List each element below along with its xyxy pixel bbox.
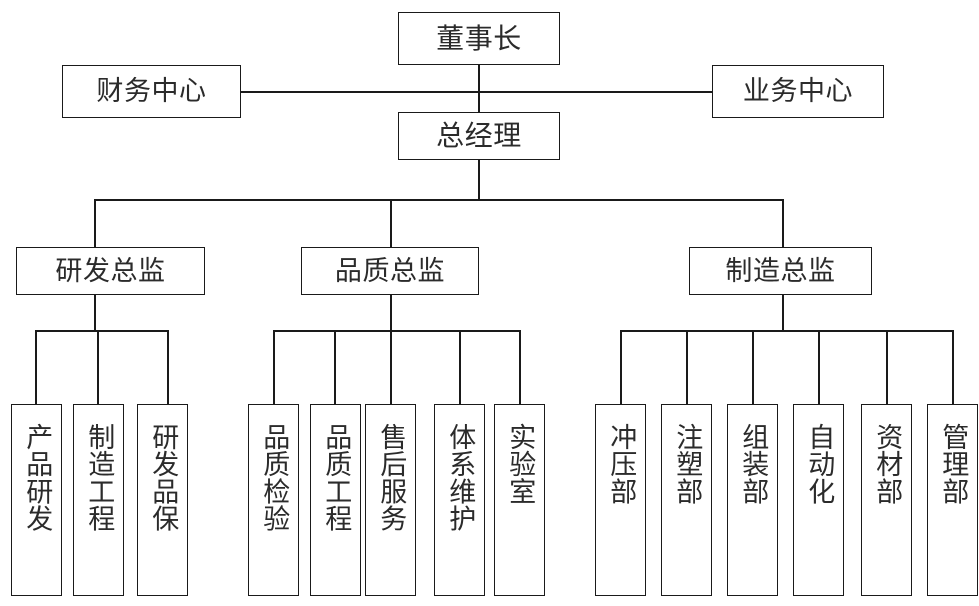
node-quality-director-label: 品质总监 bbox=[334, 255, 446, 286]
node-dept-manufacturing-2-label: 组装部 bbox=[738, 423, 769, 505]
node-dept-manufacturing-0-label: 冲压部 bbox=[606, 423, 637, 505]
connector-drop-mfg-dept-3 bbox=[818, 330, 820, 404]
connector-drop-mfg-dept-4 bbox=[886, 330, 888, 404]
connector-drop-rd-dept-2 bbox=[167, 330, 169, 404]
node-general-manager[interactable]: 总经理 bbox=[398, 112, 560, 160]
connector-drop-quality-director bbox=[390, 199, 392, 247]
connector-drop-mfg-dept-2 bbox=[752, 330, 754, 404]
node-chairman-label: 董事长 bbox=[436, 22, 522, 54]
node-rd-director-label: 研发总监 bbox=[55, 255, 166, 286]
connector-manufacturing-director-drop bbox=[782, 295, 784, 331]
node-dept-rd-1-label: 制造工程 bbox=[84, 423, 115, 533]
node-chairman[interactable]: 董事长 bbox=[398, 12, 560, 65]
node-dept-rd-2-label: 研发品保 bbox=[148, 423, 179, 533]
node-dept-manufacturing-0[interactable]: 冲压部 bbox=[595, 404, 646, 596]
node-dept-rd-0[interactable]: 产品研发 bbox=[11, 404, 62, 596]
connector-drop-mfg-dept-5 bbox=[952, 330, 954, 404]
node-dept-manufacturing-3[interactable]: 自动化 bbox=[793, 404, 844, 596]
node-manufacturing-director-label: 制造总监 bbox=[725, 255, 836, 286]
node-dept-quality-2-label: 售后服务 bbox=[376, 423, 407, 533]
connector-drop-mfg-dept-0 bbox=[620, 330, 622, 404]
node-dept-quality-0-label: 品质检验 bbox=[259, 423, 290, 533]
node-dept-quality-4-label: 实验室 bbox=[505, 423, 536, 505]
connector-drop-rd-director bbox=[94, 199, 96, 247]
connector-drop-rd-dept-1 bbox=[97, 330, 99, 404]
node-manufacturing-director[interactable]: 制造总监 bbox=[689, 247, 872, 295]
node-dept-manufacturing-3-label: 自动化 bbox=[804, 423, 835, 505]
node-dept-manufacturing-2[interactable]: 组装部 bbox=[727, 404, 778, 596]
connector-drop-quality-dept-0 bbox=[273, 330, 275, 404]
node-business-center[interactable]: 业务中心 bbox=[712, 65, 884, 118]
node-rd-director[interactable]: 研发总监 bbox=[16, 247, 205, 295]
connector-drop-quality-dept-4 bbox=[519, 330, 521, 404]
node-dept-manufacturing-4-label: 资材部 bbox=[872, 423, 903, 505]
node-dept-quality-2[interactable]: 售后服务 bbox=[365, 404, 416, 596]
connector-quality-director-drop bbox=[390, 295, 392, 331]
node-dept-rd-2[interactable]: 研发品保 bbox=[137, 404, 188, 596]
connector-drop-mfg-dept-1 bbox=[686, 330, 688, 404]
node-finance-center-label: 财务中心 bbox=[96, 76, 207, 106]
node-dept-rd-0-label: 产品研发 bbox=[22, 423, 53, 533]
node-dept-manufacturing-4[interactable]: 资材部 bbox=[861, 404, 912, 596]
connector-director-bus bbox=[94, 199, 783, 201]
connector-drop-quality-dept-2 bbox=[390, 330, 392, 404]
node-dept-manufacturing-1-label: 注塑部 bbox=[672, 423, 703, 505]
connector-drop-quality-dept-3 bbox=[459, 330, 461, 404]
node-dept-quality-0[interactable]: 品质检验 bbox=[248, 404, 299, 596]
node-dept-quality-3-label: 体系维护 bbox=[445, 423, 476, 533]
node-dept-manufacturing-1[interactable]: 注塑部 bbox=[661, 404, 712, 596]
node-dept-quality-4[interactable]: 实验室 bbox=[494, 404, 545, 596]
node-dept-manufacturing-5-label: 管理部 bbox=[938, 423, 969, 505]
connector-drop-rd-dept-0 bbox=[35, 330, 37, 404]
connector-manufacturing-bus bbox=[620, 330, 953, 332]
node-finance-center[interactable]: 财务中心 bbox=[62, 65, 241, 118]
node-dept-quality-3[interactable]: 体系维护 bbox=[434, 404, 485, 596]
node-dept-manufacturing-5[interactable]: 管理部 bbox=[927, 404, 978, 596]
connector-quality-bus bbox=[273, 330, 520, 332]
connector-chairman-to-general-manager bbox=[478, 65, 480, 112]
node-quality-director[interactable]: 品质总监 bbox=[301, 247, 479, 295]
connector-general-manager-drop bbox=[478, 160, 480, 200]
node-dept-quality-1-label: 品质工程 bbox=[321, 423, 352, 533]
connector-rd-bus bbox=[35, 330, 168, 332]
connector-drop-quality-dept-1 bbox=[334, 330, 336, 404]
connector-staff-horizontal-bar bbox=[241, 91, 712, 93]
node-general-manager-label: 总经理 bbox=[436, 120, 522, 151]
node-dept-quality-1[interactable]: 品质工程 bbox=[310, 404, 361, 596]
connector-drop-manufacturing-director bbox=[782, 199, 784, 247]
node-dept-rd-1[interactable]: 制造工程 bbox=[73, 404, 124, 596]
node-business-center-label: 业务中心 bbox=[742, 76, 854, 106]
connector-rd-director-drop bbox=[94, 295, 96, 331]
